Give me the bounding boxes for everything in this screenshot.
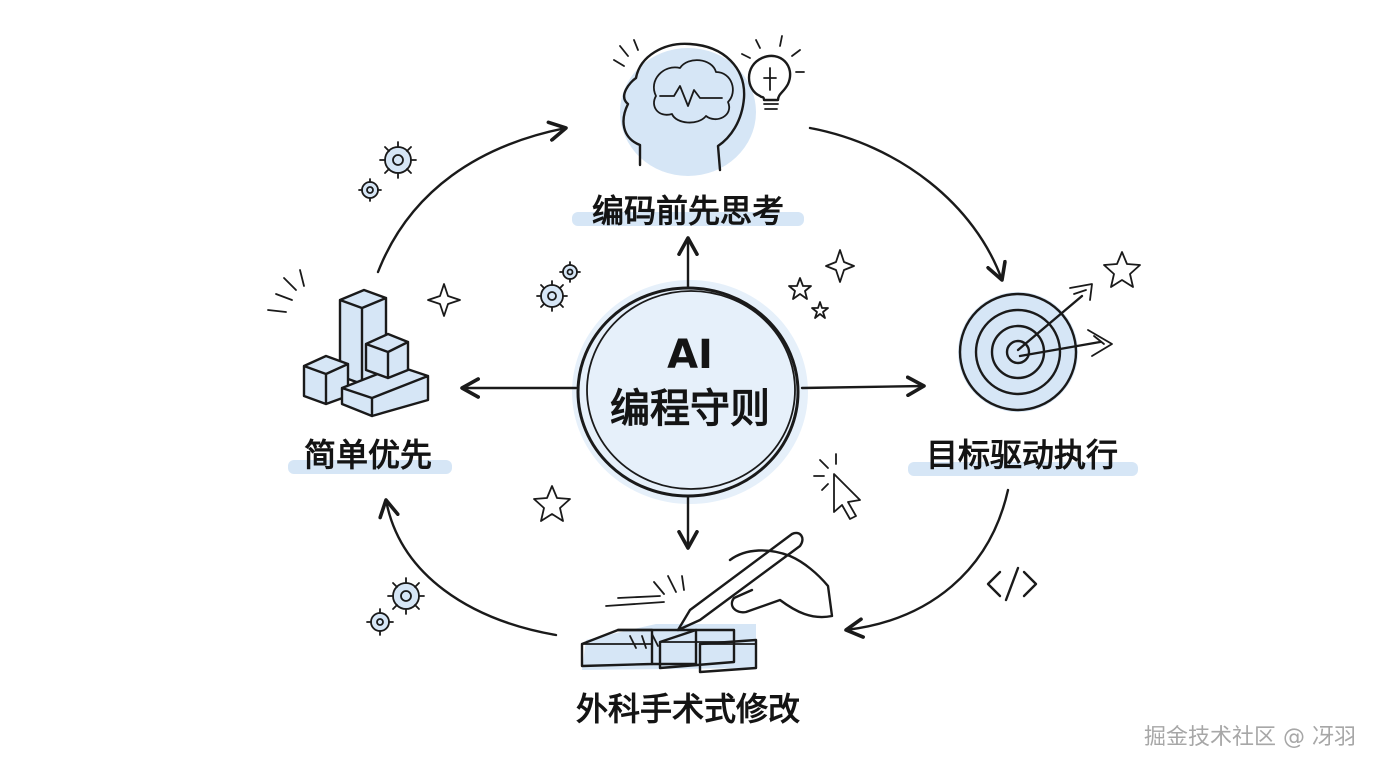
- center-title-line2: 编程守则: [610, 386, 770, 432]
- spoke-right: [800, 375, 926, 398]
- node-top-label: 编码前先思考: [592, 192, 784, 230]
- node-right-label: 目标驱动执行: [926, 436, 1118, 474]
- cycle-arrows: [376, 120, 1010, 639]
- target-icon: [958, 283, 1113, 412]
- gear-icon: [536, 280, 568, 312]
- cursor-icon: [813, 453, 861, 520]
- brain-head-icon: [613, 35, 805, 176]
- arrow-left-to-top: [376, 120, 568, 274]
- gear-icon: [379, 141, 417, 179]
- node-left-label: 简单优先: [304, 436, 432, 474]
- center-title-line1: AI: [667, 332, 713, 378]
- arrow-right-to-bottom: [844, 488, 1010, 639]
- arrow-top-to-right: [808, 126, 1007, 282]
- arrow-bottom-to-left: [378, 498, 558, 637]
- gear-icon: [559, 261, 581, 283]
- decorations: [358, 141, 1141, 636]
- center-hub: AI 编程守则: [572, 280, 808, 504]
- code-icon: [986, 566, 1038, 602]
- node-bottom-label: 外科手术式修改: [576, 690, 800, 728]
- sparkle-icon: [427, 283, 461, 317]
- cubes-icon: [267, 269, 430, 418]
- star-icon: [1103, 251, 1141, 288]
- scalpel-blocks-icon: [580, 531, 834, 674]
- star-icon: [788, 277, 812, 300]
- gear-icon: [366, 608, 394, 636]
- spoke-arrows: [460, 236, 926, 550]
- star-icon: [811, 301, 829, 319]
- sparkle-icon: [825, 249, 855, 283]
- star-icon: [533, 485, 571, 522]
- gear-icon: [387, 577, 425, 615]
- watermark: 掘金技术社区 @ 冴羽: [1144, 725, 1356, 750]
- gear-icon: [358, 178, 382, 202]
